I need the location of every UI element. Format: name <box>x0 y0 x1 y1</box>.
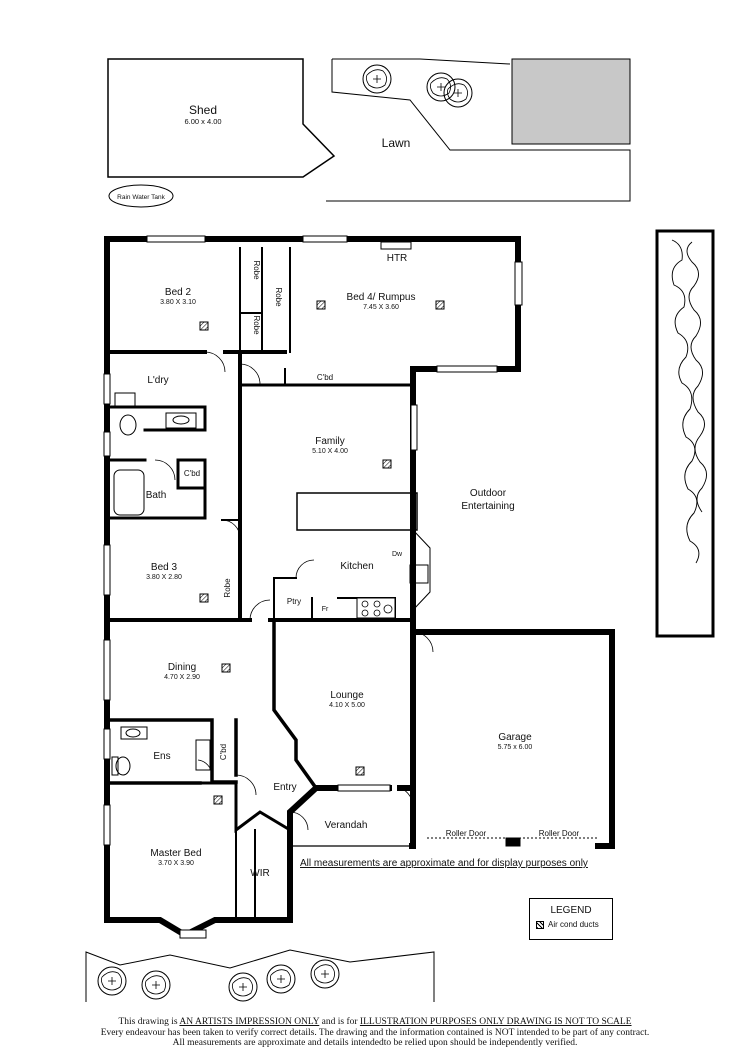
doors <box>154 351 434 831</box>
bath-fixtures <box>111 392 211 776</box>
shed: Shed 6.00 x 4.00 <box>107 58 336 178</box>
bed4-label: Bed 4/ Rumpus <box>347 292 416 303</box>
family-dim: 5.10 X 4.00 <box>312 448 348 455</box>
entertaining-label: Entertaining <box>461 501 514 512</box>
pantry-label: Ptry <box>287 597 301 606</box>
shrub-icon <box>141 970 171 1000</box>
room-labels: Bed 2 3.80 X 3.10 Bed 4/ Rumpus 7.45 X 3… <box>146 253 580 879</box>
verandah-label: Verandah <box>325 820 368 831</box>
shrub-icon <box>362 64 392 94</box>
master-bed-label: Master Bed <box>150 848 201 859</box>
lawn-label: Lawn <box>382 136 411 150</box>
verandah-outline <box>290 808 414 847</box>
robe-label: Robe <box>274 287 283 307</box>
front-garden <box>85 949 435 1002</box>
entry-label: Entry <box>273 782 296 793</box>
duct-icon <box>221 663 231 673</box>
laundry-label: L'dry <box>147 375 168 386</box>
kitchen-label: Kitchen <box>340 561 373 572</box>
tank-label: Rain Water Tank <box>117 194 165 201</box>
duct-icon <box>213 795 223 805</box>
legend-item: Air cond ducts <box>548 920 599 929</box>
house-outline <box>104 236 615 939</box>
duct-icon <box>316 300 326 310</box>
cupboard-label: C'bd <box>184 469 200 478</box>
robe-label: Robe <box>223 578 232 598</box>
disclaimer-text: AN ARTISTS IMPRESSION ONLY <box>179 1017 320 1027</box>
cupboard-label: C'bd <box>317 373 333 382</box>
shrub-icon <box>97 966 127 996</box>
dining-label: Dining <box>168 662 196 673</box>
lounge-label: Lounge <box>330 690 364 701</box>
shrub-icon <box>228 972 258 1002</box>
disclaimer-line-1: This drawing is AN ARTISTS IMPRESSION ON… <box>0 1017 750 1028</box>
shrub-icon <box>443 78 473 108</box>
windows <box>103 235 523 939</box>
shrub-icon <box>310 959 340 989</box>
dishwasher-label: Dw <box>392 551 403 558</box>
rain-water-tank: Rain Water Tank <box>108 184 174 208</box>
robe-label: Robe <box>252 315 261 335</box>
duct-icon <box>199 593 209 603</box>
lawn-area: Lawn <box>326 58 631 202</box>
disclaimer-text: This drawing is <box>118 1017 180 1027</box>
hedge-strip <box>655 229 715 638</box>
garage-label: Garage <box>498 732 532 743</box>
shrub-icon <box>266 964 296 994</box>
kitchen-sink <box>409 529 431 611</box>
bed2-dim: 3.80 X 3.10 <box>160 299 196 306</box>
fridge-label: Fr <box>322 606 329 613</box>
legend-row: Air cond ducts <box>536 920 612 929</box>
disclaimer: This drawing is AN ARTISTS IMPRESSION ON… <box>0 1017 750 1049</box>
bed3-label: Bed 3 <box>151 562 178 573</box>
wir-label: WIR <box>250 868 269 879</box>
cooktop <box>356 597 396 619</box>
heater <box>380 241 412 250</box>
garage-dim: 5.75 x 6.00 <box>498 744 533 751</box>
robe-label: Robe <box>252 260 261 280</box>
master-bed-dim: 3.70 X 3.90 <box>158 860 194 867</box>
roller-door-label: Roller Door <box>539 829 580 838</box>
roller-doors <box>427 837 598 847</box>
shed-label: Shed <box>189 103 217 117</box>
lounge-dim: 4.10 X 5.00 <box>329 702 365 709</box>
legend: LEGEND Air cond ducts <box>529 898 613 940</box>
disclaimer-line-3: All measurements are approximate and det… <box>172 1038 578 1048</box>
bath-label: Bath <box>146 490 167 501</box>
outdoor-label: Outdoor <box>470 488 507 499</box>
duct-icon <box>435 300 445 310</box>
disclaimer-text: and is for <box>319 1017 360 1027</box>
duct-icon <box>382 459 392 469</box>
cupboard-label: C'bd <box>219 744 228 760</box>
duct-icon <box>536 920 544 929</box>
duct-icon <box>199 321 209 331</box>
duct-icon <box>355 766 365 776</box>
legend-title: LEGEND <box>550 905 592 916</box>
disclaimer-text: ILLUSTRATION PURPOSES ONLY DRAWING IS NO… <box>359 1017 632 1027</box>
shed-dim: 6.00 x 4.00 <box>184 117 221 126</box>
bed4-dim: 7.45 X 3.60 <box>363 304 399 311</box>
bed2-label: Bed 2 <box>165 287 192 298</box>
bed3-dim: 3.80 X 2.80 <box>146 574 182 581</box>
family-label: Family <box>315 436 344 447</box>
ensuite-label: Ens <box>153 751 170 762</box>
dining-dim: 4.70 X 2.90 <box>164 674 200 681</box>
disclaimer-line-2: Every endeavour has been taken to verify… <box>100 1027 650 1038</box>
roller-door-label: Roller Door <box>446 829 487 838</box>
paved-area <box>511 58 631 145</box>
htr-label: HTR <box>387 253 408 264</box>
measurement-note: All measurements are approximate and for… <box>300 858 588 869</box>
